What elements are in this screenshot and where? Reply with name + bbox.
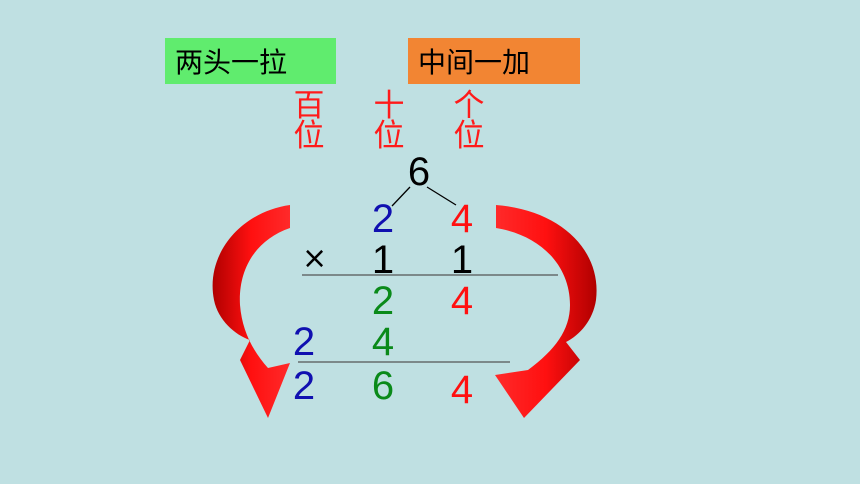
label-middle-add: 中间一加 bbox=[408, 38, 580, 84]
sum-connector-right bbox=[426, 186, 457, 206]
place-label-hundreds-line2: 位 bbox=[293, 118, 325, 154]
result-ones-digit: 4 bbox=[450, 368, 474, 412]
result-hundreds-digit: 2 bbox=[292, 364, 316, 408]
place-label-ones: 个 位 bbox=[449, 88, 489, 154]
partial2-hundreds-digit: 2 bbox=[292, 320, 316, 364]
place-label-tens: 十 位 bbox=[369, 88, 409, 154]
place-label-hundreds-line1: 百 bbox=[293, 88, 325, 124]
multiplicand-ones-digit: 4 bbox=[450, 197, 474, 241]
result-tens-digit: 6 bbox=[371, 364, 395, 408]
multiplier-ones-digit: 1 bbox=[450, 238, 474, 282]
place-label-tens-line2: 位 bbox=[373, 118, 405, 154]
partial2-tens-digit: 4 bbox=[371, 320, 395, 364]
label-two-ends-pull: 两头一拉 bbox=[165, 38, 336, 84]
place-label-ones-line2: 位 bbox=[453, 118, 485, 154]
times-sign: × bbox=[302, 241, 328, 276]
sum-connector-left bbox=[391, 186, 411, 207]
curved-arrow-left-icon bbox=[212, 205, 290, 418]
partial1-tens-digit: 2 bbox=[371, 279, 395, 323]
place-label-hundreds: 百 位 bbox=[289, 88, 329, 154]
multiplicand-tens-digit: 2 bbox=[371, 197, 395, 241]
place-label-tens-line1: 十 bbox=[373, 88, 405, 124]
multiplier-tens-digit: 1 bbox=[371, 238, 395, 282]
partial1-ones-digit: 4 bbox=[450, 279, 474, 323]
place-label-ones-line1: 个 bbox=[453, 88, 485, 124]
sum-digit: 6 bbox=[407, 150, 431, 194]
curved-arrow-right-icon bbox=[495, 205, 597, 418]
